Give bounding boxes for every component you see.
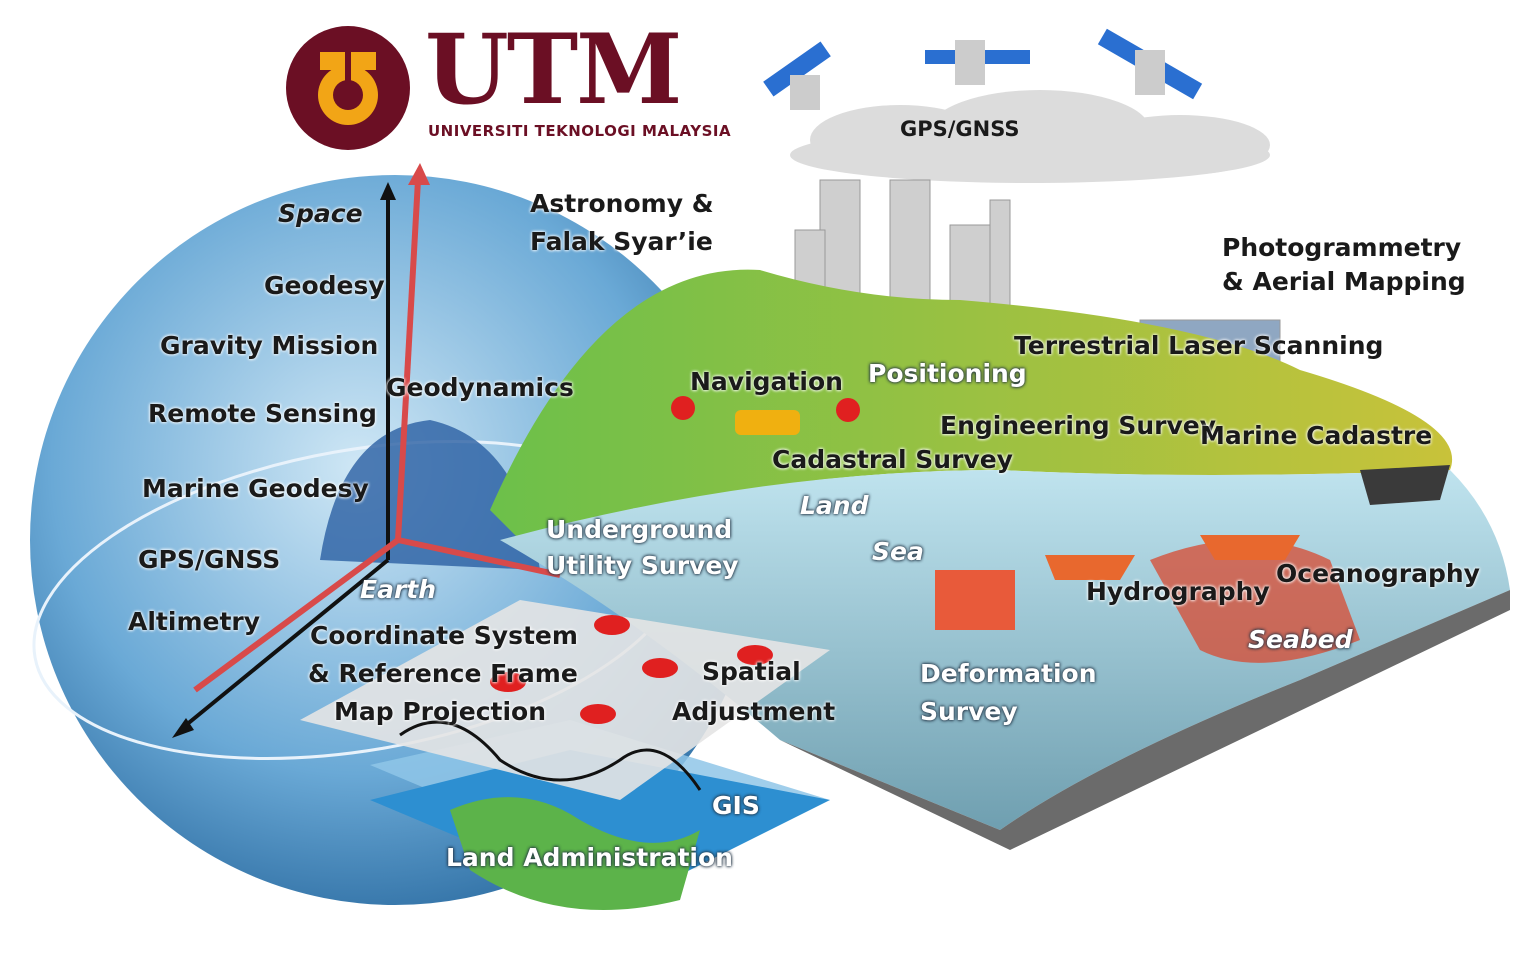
label-marine-geodesy: Marine Geodesy [142,474,369,503]
control-points [490,615,773,724]
label-earth: Earth [360,575,437,604]
label-seabed: Seabed [1248,625,1353,654]
label-oceanography: Oceanography [1276,559,1480,588]
label-positioning: Positioning [868,359,1027,388]
label-gps-gnss-top: GPS/GNSS [900,117,1020,141]
label-land: Land [800,491,869,520]
cloud [790,90,1270,183]
land-administration-layer [370,750,830,905]
label-navigation: Navigation [690,367,843,396]
label-aerial-mapping: & Aerial Mapping [1222,267,1466,296]
oil-rig [935,570,1015,630]
label-underground: Underground [546,515,733,544]
label-altimetry: Altimetry [128,607,261,636]
earth-quadrant [320,420,540,570]
car [735,410,800,435]
utm-seal-logo [286,26,410,150]
label-space: Space [278,199,363,228]
label-utility-survey: Utility Survey [546,551,739,580]
label-adjustment: Adjustment [672,697,836,726]
label-geodesy: Geodesy [264,271,385,300]
label-gravity-mission: Gravity Mission [160,331,379,360]
label-land-administration: Land Administration [446,843,733,872]
label-engineering-survey: Engineering Survey [940,411,1217,440]
label-deformation-survey: Survey [920,697,1018,726]
label-spatial: Spatial [702,657,801,686]
location-pin-icon [671,396,860,422]
label-map-projection: Map Projection [334,697,547,726]
seabed-map [1150,540,1360,663]
label-falak: Falak Syar’ie [530,227,713,256]
cargo-ship [1360,465,1450,505]
ship [1200,535,1300,560]
label-hydrography: Hydrography [1086,577,1270,606]
label-marine-cadastre: Marine Cadastre [1200,421,1433,450]
label-astronomy: Astronomy & [530,189,714,218]
label-remote-sensing: Remote Sensing [148,399,377,428]
ship [1045,555,1135,580]
label-sea: Sea [872,537,924,566]
satellite-icon [763,28,1203,110]
label-gis: GIS [712,791,760,820]
label-photogrammetry: Photogrammetry [1222,233,1462,262]
label-cadastral-survey: Cadastral Survey [772,445,1013,474]
utm-logo-subtitle: UNIVERSITI TEKNOLOGI MALAYSIA [428,122,732,140]
axes [172,163,561,738]
label-reference-frame: & Reference Frame [308,659,578,688]
utm-logo-text: UTM [425,13,682,126]
label-geodynamics: Geodynamics [386,373,574,402]
label-terrestrial-laser-scanning: Terrestrial Laser Scanning [1014,331,1384,360]
label-gps-gnss-left: GPS/GNSS [138,545,281,574]
label-coordinate-system: Coordinate System [310,621,578,650]
land-layer [490,269,1453,540]
label-deformation: Deformation [920,659,1097,688]
coordinate-plane [300,600,830,800]
land-parcels-map [450,797,700,910]
